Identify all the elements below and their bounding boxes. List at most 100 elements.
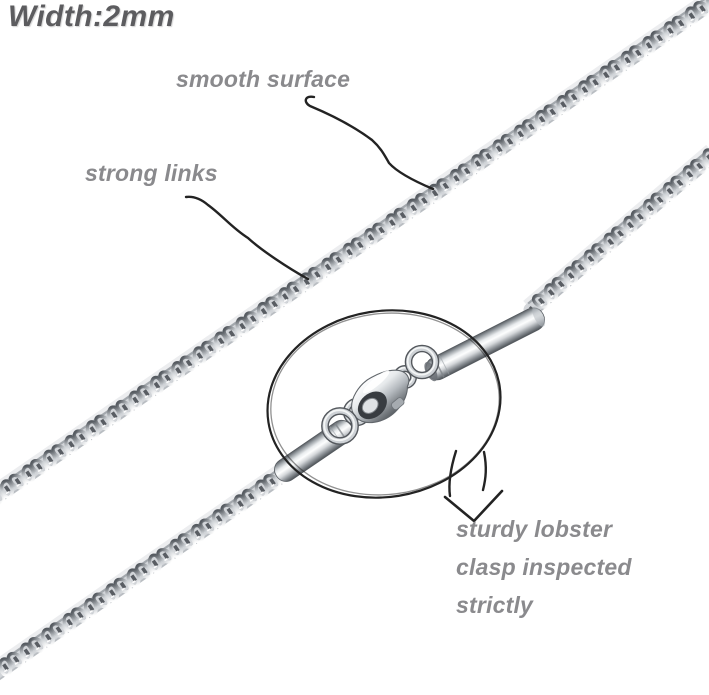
chain-link xyxy=(363,228,378,248)
chain-link xyxy=(85,420,100,440)
chain-strand xyxy=(523,144,709,318)
chain-link xyxy=(671,15,691,32)
chain-link xyxy=(263,473,282,490)
chain-link xyxy=(607,60,626,76)
chain-link xyxy=(662,181,677,202)
sketch-annotations xyxy=(184,95,504,523)
chain-link xyxy=(244,311,263,327)
chain-link xyxy=(241,488,261,505)
chain-link xyxy=(556,95,571,115)
chain-link xyxy=(233,494,248,514)
chain-link xyxy=(543,104,562,121)
chain-link xyxy=(690,158,709,174)
smooth-surface-label: smooth surface xyxy=(176,66,351,92)
chain-link xyxy=(415,193,434,209)
chain-link xyxy=(663,21,678,41)
chain-link xyxy=(479,148,498,165)
clasp-arrow-sketch xyxy=(443,449,504,523)
chain-link xyxy=(149,375,164,396)
chain-link xyxy=(220,503,239,520)
chain-link xyxy=(105,583,120,603)
chain-link xyxy=(620,50,635,71)
chain-link xyxy=(299,272,314,292)
clasp-end-cap-right xyxy=(424,306,546,382)
chain-link xyxy=(41,627,55,648)
chain-link xyxy=(137,385,156,401)
chain-link xyxy=(222,326,241,342)
chain-link xyxy=(126,568,141,588)
chain-link xyxy=(51,444,70,460)
chain-link xyxy=(650,192,670,208)
clasp-note: sturdy lobster clasp inspected strictly xyxy=(456,510,632,624)
clasp-circle-sketch-overdraw xyxy=(270,312,500,496)
clasp-assembly xyxy=(274,306,546,482)
chain-link xyxy=(169,538,184,559)
chain-link xyxy=(64,434,79,455)
chain-link xyxy=(551,276,571,292)
chain-link xyxy=(342,242,357,263)
clasp-note-line-1: sturdy lobster xyxy=(456,516,613,542)
chain-link xyxy=(531,293,551,309)
chain-link xyxy=(702,148,709,168)
chain-link xyxy=(192,346,207,366)
clasp-circle-sketch xyxy=(266,309,502,499)
chain-link xyxy=(19,642,34,663)
chain-link xyxy=(329,252,348,268)
chain-link xyxy=(563,266,579,286)
chain-link xyxy=(265,296,284,313)
chain-link xyxy=(693,0,709,17)
chain-link xyxy=(190,523,205,544)
chain-link xyxy=(564,89,584,106)
chain-link xyxy=(235,316,250,337)
chain-link xyxy=(21,464,36,484)
chain-link xyxy=(201,340,220,357)
jump-ring-right xyxy=(404,344,440,380)
chain-link xyxy=(350,237,370,254)
chain-link xyxy=(214,331,228,352)
chain-link xyxy=(199,518,218,535)
chain-link xyxy=(642,198,658,219)
chain-link xyxy=(107,405,121,425)
chain-link xyxy=(177,533,197,549)
chain-link xyxy=(583,249,598,269)
chain-link xyxy=(630,209,650,225)
chain-link xyxy=(135,562,154,579)
chain-link xyxy=(428,183,442,204)
chain-strand xyxy=(0,0,709,508)
chain-link xyxy=(623,215,638,236)
chain-link xyxy=(684,6,699,26)
chain-link xyxy=(278,287,293,307)
chain-link xyxy=(591,243,610,259)
jump-ring-left xyxy=(321,407,359,445)
clasp-note-line-3: strictly xyxy=(456,592,534,618)
chain-link xyxy=(670,175,690,191)
chain-link xyxy=(28,637,47,653)
chain-link xyxy=(0,657,13,677)
strong-links-pointer-line xyxy=(184,195,310,281)
chain-link xyxy=(513,124,528,145)
chain-link xyxy=(94,414,113,431)
chain-link xyxy=(372,222,391,239)
chain-link xyxy=(599,65,613,86)
chain-link xyxy=(212,509,226,529)
chain-link xyxy=(706,0,709,12)
chain-link xyxy=(0,488,6,505)
chain-link xyxy=(385,213,400,233)
chain-link xyxy=(115,399,134,416)
chain-link xyxy=(30,458,49,475)
chain-strand xyxy=(0,461,296,685)
chain-link xyxy=(406,198,421,219)
strong-links-label: strong links xyxy=(85,160,218,186)
chain-link xyxy=(179,355,198,372)
chain-link xyxy=(535,109,549,130)
chain-link xyxy=(611,226,630,242)
chain-link xyxy=(393,207,412,224)
chain-link xyxy=(92,592,111,609)
chain-link xyxy=(500,133,519,150)
chain-link xyxy=(492,139,507,159)
chain-link xyxy=(457,163,477,180)
chain-link xyxy=(71,607,90,624)
